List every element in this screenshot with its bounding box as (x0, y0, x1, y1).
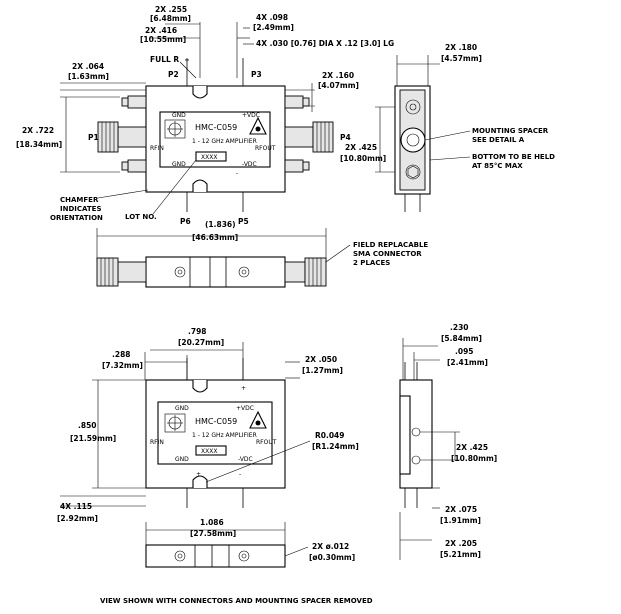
dim-098-mm: [2.49mm] (253, 23, 294, 32)
top-vdc-pos-label: +VDC (242, 112, 260, 119)
esd-warning-icon (249, 116, 267, 135)
lower-plus: + (196, 471, 201, 478)
top-rfout-label: RFOUT (255, 145, 276, 152)
dim-722: 2X .722 (22, 126, 54, 135)
chamfer-label-1: CHAMFER (60, 196, 99, 204)
side-view-right: 2X .180 [4.57mm] 2X .425 [10.80mm] MOUNT… (340, 43, 555, 212)
dim-255-mm: [6.48mm] (150, 14, 191, 23)
field-label-3: 2 PLACES (353, 259, 390, 267)
dim-798-mm: [20.27mm] (178, 338, 224, 347)
dim-1836: (1.836) (205, 220, 236, 229)
lower-view: .798 [20.27mm] .288 [7.32mm] 2X .050 [1.… (57, 327, 359, 523)
dim-160-mm: [4.07mm] (318, 81, 359, 90)
dim-012-mm: [ø0.30mm] (309, 553, 355, 562)
dim-r049-mm: [R1.24mm] (312, 442, 359, 451)
dim-255: 2X .255 (155, 5, 187, 14)
port-p1: P1 (88, 133, 99, 142)
top-part-number: HMC-C059 (195, 123, 237, 132)
field-label-1: FIELD REPLACABLE (353, 241, 428, 249)
side-dim-425: 2X .425 (345, 143, 377, 152)
port-p5: P5 (238, 217, 249, 226)
lower-lot-box: XXXX (201, 448, 217, 455)
lower-gnd-label-2: GND (175, 456, 189, 463)
lower-rfout-label: RFOUT (256, 439, 277, 446)
port-p4: P4 (340, 133, 351, 142)
dim-pin-spec: 4X .030 [0.76] DIA X .12 [3.0] LG (256, 39, 394, 48)
top-vdc-neg-label: -VDC (242, 161, 257, 168)
dim-064-mm: [1.63mm] (68, 72, 109, 81)
dim-722-mm: [18.34mm] (16, 140, 62, 149)
dim-095-mm: [2.41mm] (447, 358, 488, 367)
side-dim-425-mm: [10.80mm] (340, 154, 386, 163)
port-p3: P3 (251, 70, 262, 79)
dim-075-mm: [1.91mm] (440, 516, 481, 525)
top-gnd-label-2: GND (172, 161, 186, 168)
dim-180: 2X .180 (445, 43, 477, 52)
dim-180-mm: [4.57mm] (441, 54, 482, 63)
footer-note: VIEW SHOWN WITH CONNECTORS AND MOUNTING … (100, 597, 373, 605)
bottom-label-1: BOTTOM TO BE HELD (472, 153, 555, 161)
lower-rfin-label: RFIN (150, 439, 164, 446)
dim-230: .230 (450, 323, 469, 332)
dim-095: .095 (455, 347, 474, 356)
lower-plus-top: + (241, 385, 246, 392)
spacer-label-1: MOUNTING SPACER (472, 127, 549, 135)
lower-front-view: 1.086 [27.58mm] 2X ø.012 [ø0.30mm] (145, 518, 355, 568)
top-lot-box: XXXX (201, 154, 217, 161)
field-label-2: SMA CONNECTOR (353, 250, 422, 258)
dim-1836-mm: [46.63mm] (192, 233, 238, 242)
dim-075: 2X .075 (445, 505, 477, 514)
dim-850: .850 (78, 421, 97, 430)
lot-no-label: LOT NO. (125, 213, 157, 221)
chamfer-label-3: ORIENTATION (50, 214, 103, 222)
dim-1086-mm: [27.58mm] (190, 529, 236, 538)
dim-205: 2X .205 (445, 539, 477, 548)
lower-part-number: HMC-C059 (195, 417, 237, 426)
lower-vdc-neg-label: -VDC (238, 456, 253, 463)
dim-288-mm: [7.32mm] (102, 361, 143, 370)
port-p2: P2 (168, 70, 179, 79)
dim-416-mm: [10.55mm] (140, 35, 186, 44)
lower-dim-425-mm: [10.80mm] (451, 454, 497, 463)
full-r-label: FULL R (150, 55, 179, 64)
front-view: (1.836) [46.63mm] FIELD REPLACABLE SMA C… (96, 220, 428, 288)
top-minus: - (236, 170, 238, 177)
lower-esd-warning-icon (249, 410, 267, 429)
dim-115-mm: [2.92mm] (57, 514, 98, 523)
dim-064: 2X .064 (72, 62, 104, 71)
dim-160: 2X .160 (322, 71, 354, 80)
top-gnd-label-1: GND (172, 112, 186, 119)
lower-part-desc: 1 - 12 GHz AMPLIFIER (192, 432, 257, 439)
spacer-label-2: SEE DETAIL A (472, 136, 525, 144)
lower-dim-425: 2X .425 (456, 443, 488, 452)
top-part-desc: 1 - 12 GHz AMPLIFIER (192, 138, 257, 145)
dim-230-mm: [5.84mm] (441, 334, 482, 343)
lower-gnd-label-1: GND (175, 405, 189, 412)
dim-098: 4X .098 (256, 13, 288, 22)
bottom-label-2: AT 85°C MAX (472, 162, 523, 170)
dim-850-mm: [21.59mm] (70, 434, 116, 443)
port-p6: P6 (180, 217, 191, 226)
dim-1086: 1.086 (200, 518, 224, 527)
dim-r049: R0.049 (315, 431, 345, 440)
dim-050: 2X .050 (305, 355, 337, 364)
dim-205-mm: [5.21mm] (440, 550, 481, 559)
top-rfin-label: RFIN (150, 145, 164, 152)
dim-288: .288 (112, 350, 131, 359)
lower-minus: - (239, 471, 241, 478)
lower-vdc-pos-label: +VDC (236, 405, 254, 412)
dim-115: 4X .115 (60, 502, 92, 511)
chamfer-label-2: INDICATES (60, 205, 102, 213)
dim-416: 2X .416 (145, 26, 177, 35)
dim-012: 2X ø.012 (312, 542, 349, 551)
dim-798: .798 (188, 327, 207, 336)
lower-side-view: .230 [5.84mm] .095 [2.41mm] 2X .425 [10.… (399, 323, 497, 560)
dim-050-mm: [1.27mm] (302, 366, 343, 375)
top-view: 2X .255 [6.48mm] 2X .416 [10.55mm] 4X .0… (16, 5, 394, 226)
